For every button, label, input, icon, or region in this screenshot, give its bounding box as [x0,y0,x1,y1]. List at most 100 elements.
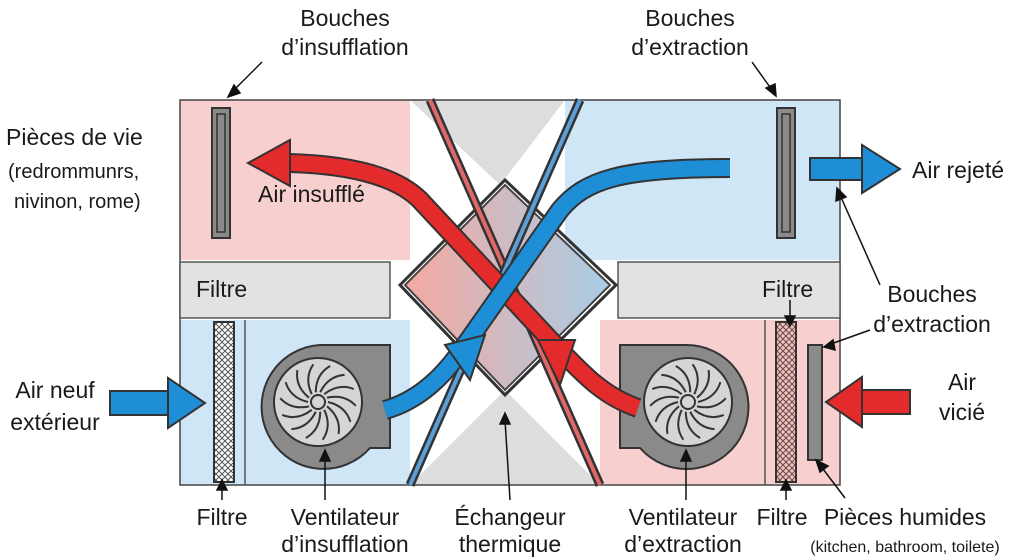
fan-blade [696,369,710,399]
air-neuf-arrowhead [167,376,207,430]
warm-flow-arrowhead-mid [536,339,577,388]
labels: Bouches d’insufflation Bouches d’extract… [6,5,1004,557]
fan-blade [684,411,701,439]
pointer-bouches-extraction-top-head [764,82,777,98]
label-bouches-extraction-right-2: d’extraction [873,311,991,337]
label-bouches-extraction-top-2: d’extraction [631,34,749,60]
pointer-filtre-top-right-head [783,315,797,328]
label-ventilateur-insufflation-2: d’insufflation [281,531,408,557]
filter-right [775,321,797,483]
fan-blade [661,373,687,393]
pointer-bouches-insufflation [231,61,263,93]
label-ventilateur-extraction-1: Ventilateur [629,504,738,530]
exchanger-frame [397,177,619,398]
label-echangeur-2: thermique [459,531,561,557]
fan-blade [314,365,331,393]
pointer-bouches-insufflation-head [226,83,242,99]
label-ventilateur-insufflation-1: Ventilateur [291,504,400,530]
pointer-pieces-humides-head [814,458,830,474]
fan-blade [327,401,352,423]
label-bouches-extraction-right-1: Bouches [887,281,977,307]
label-filtre-bottom-left: Filtre [196,504,247,530]
fan-blade [326,395,357,407]
label-pieces-de-vie-detail-1: (redrommunrs, [8,161,139,183]
fan-blade [675,365,692,393]
vents [211,107,823,461]
center-bottom-zone [410,390,600,485]
fan-blade [651,385,683,395]
supply-fan-blades [279,363,357,441]
label-filtre-bottom-right: Filtre [756,504,807,530]
pointer-bouches-extraction-right [839,194,881,286]
air-vicie-arrowhead [824,375,863,429]
pointer-ventilateur-extraction-head [679,448,693,462]
fan-blade [305,411,322,439]
air-neuf-arrow-shaft [109,390,171,416]
fan-blade [326,405,340,435]
exhaust-vent-top-inner [781,113,791,233]
center-top-zone [410,100,565,185]
fan-blade [677,409,685,441]
air-rejete-arrow-shaft [809,157,866,181]
extract-vent-right [807,344,823,461]
pointer-pieces-humides [819,464,846,499]
label-bouches-extraction-top-1: Bouches [645,5,735,31]
label-bouches-insufflation-1: Bouches [300,5,390,31]
pointer-lines [215,61,881,501]
filter-left [213,321,235,483]
pointer-bouches-extraction-vent [827,329,871,346]
fan-blade [693,409,725,419]
fan-blade [323,385,355,395]
pointer-echangeur [504,419,511,501]
label-pieces-de-vie-detail-2: nivinon, rome) [14,191,141,213]
warm-flow-curve-fill [289,155,641,416]
fan-blade [689,411,715,431]
label-air-rejete: Air rejeté [912,157,1004,183]
fan-blade [307,363,315,395]
pointer-ventilateur-insufflation-head [318,448,332,462]
cool-flow-curve-fill [382,160,731,418]
fan-blade [319,373,345,393]
label-air-vicie-1: Air [948,369,976,395]
label-air-vicie-2: vicié [939,399,985,425]
fan-blade [291,411,317,431]
air-vicie-arrow-shaft [859,389,911,415]
supply-vent [211,107,231,239]
fan-blade [697,381,722,403]
pointer-bouches-extraction-right-head [835,186,848,203]
filters [213,321,797,483]
supply-fan-hub [310,394,326,410]
fan-blade [321,409,329,441]
pointer-bouches-extraction-top [751,61,773,91]
fan-blade [666,405,680,435]
supply-fan [260,344,391,470]
fan-blade [649,395,680,407]
fan-blade [284,381,309,403]
label-filtre-top-left: Filtre [196,276,247,302]
extract-fan-blades [649,363,727,441]
label-echangeur-1: Échangeur [454,504,566,530]
label-ventilateur-extraction-2: d’extraction [624,531,742,557]
fan-blade [696,397,727,409]
air-insuffle-arrowhead [245,138,291,188]
exhaust-vent-top [776,107,796,239]
fan-blade [654,401,679,423]
pointer-bouches-extraction-vent-head [822,338,836,352]
label-pieces-humides: Pièces humides [824,504,986,530]
pointer-filtre-bottom-left-head [215,478,229,491]
label-air-neuf-1: Air neuf [15,377,95,403]
label-pieces-de-vie: Pièces de vie [6,124,143,150]
air-rejete-arrowhead [861,143,902,195]
label-bouches-insufflation-2: d’insufflation [281,34,408,60]
pointer-filtre-bottom-right-head [779,478,793,491]
extract-fan [619,343,750,470]
airflows [109,138,911,430]
fan-blade [296,369,310,399]
label-pieces-humides-detail: (kitchen, bathroom, toilete) [810,539,999,556]
fan-blade [281,409,313,419]
label-filtre-top-right: Filtre [762,276,813,302]
label-air-insuffle: Air insufflé [258,181,365,207]
supply-vent-inner [216,113,226,233]
filter-shelf-left [179,261,391,319]
